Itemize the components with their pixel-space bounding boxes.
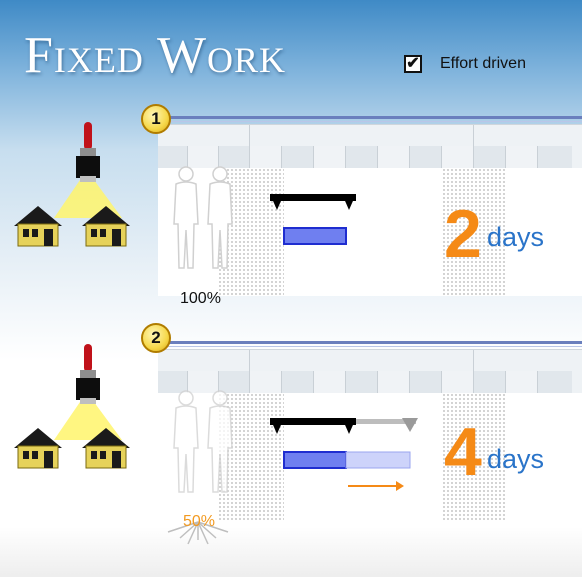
paintbrush-icon — [54, 122, 122, 218]
gantt-timescale — [158, 124, 582, 169]
resource-figures — [168, 164, 240, 274]
panel-divider — [160, 346, 582, 347]
step-badge: 2 — [141, 323, 171, 353]
effort-driven-checkbox[interactable]: ✔ — [404, 55, 422, 73]
panel-divider — [160, 121, 582, 122]
summary-bar — [270, 418, 418, 434]
effort-driven-label: Effort driven — [440, 55, 526, 73]
task-bar — [284, 452, 346, 468]
arrow-right-icon — [348, 481, 404, 491]
resource-figures — [168, 388, 240, 498]
duration-unit: days — [487, 222, 544, 253]
duration-number: 2 — [444, 200, 482, 268]
painter-scene — [10, 118, 145, 256]
duration-number: 4 — [444, 418, 482, 486]
person-icon — [174, 167, 198, 268]
task-bar-extension — [346, 452, 410, 468]
gantt-bars — [268, 416, 428, 496]
person-icon — [208, 391, 232, 492]
summary-bar — [270, 194, 356, 210]
person-icon — [208, 167, 232, 268]
house-icon — [14, 428, 62, 468]
assignment-units: 100% — [180, 290, 221, 308]
step-badge: 1 — [141, 104, 171, 134]
effort-driven-control[interactable]: ✔ Effort driven — [404, 52, 526, 76]
person-icon — [174, 391, 198, 492]
house-icon — [14, 206, 62, 246]
bottom-fade — [0, 527, 582, 577]
gantt-bars — [268, 192, 368, 252]
paintbrush-icon — [54, 344, 122, 440]
page-title: Fixed Work — [24, 26, 286, 86]
painter-scene — [10, 340, 145, 478]
panel-divider — [160, 116, 582, 119]
duration-unit: days — [487, 444, 544, 475]
task-bar — [284, 228, 346, 244]
panel-divider — [160, 341, 582, 344]
